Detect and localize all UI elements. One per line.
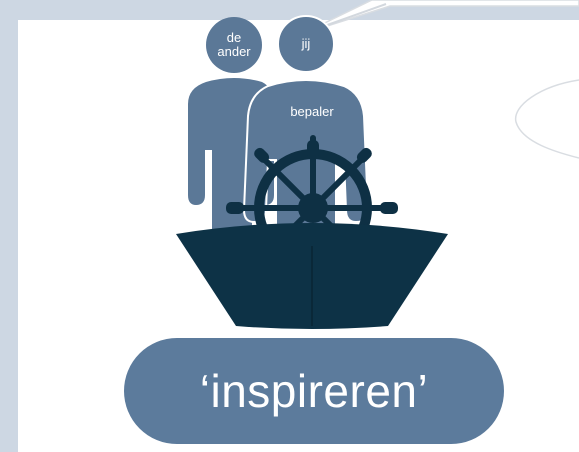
badge-text: ‘inspireren’ (200, 364, 428, 418)
self-person-label: jij (286, 37, 326, 51)
inspireren-badge: ‘inspireren’ (124, 338, 504, 444)
boat-hull-icon (176, 223, 448, 329)
decider-label: bepaler (276, 104, 348, 119)
speech-bubble-top (302, 0, 579, 34)
other-person-label: de ander (210, 31, 258, 59)
speech-bubble-right (516, 80, 579, 158)
